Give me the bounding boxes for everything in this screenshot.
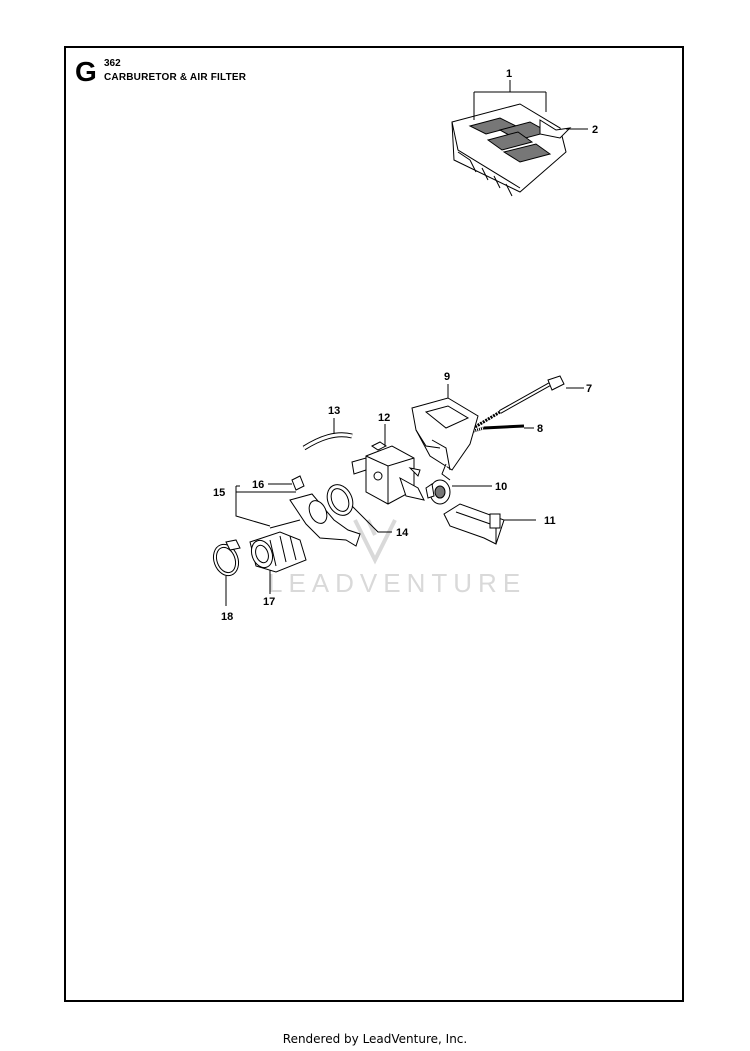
callout-11: 11	[544, 515, 556, 527]
clamp-part-18[interactable]	[209, 539, 242, 579]
callout-14: 14	[396, 527, 409, 539]
housing-part-9[interactable]	[411, 397, 479, 481]
callout-7: 7	[586, 383, 592, 395]
callout-9: 9	[444, 371, 450, 383]
callout-10: 10	[495, 481, 507, 493]
carburetor-part-12[interactable]	[351, 441, 425, 505]
callout-2: 2	[592, 124, 598, 136]
bolt-part-7[interactable]	[469, 375, 565, 432]
callout-16: 16	[252, 479, 264, 491]
callout-12: 12	[378, 412, 390, 424]
gasket-part-14[interactable]	[322, 480, 357, 519]
callout-numbers: 1 2 7 8 9 10 11 12 13 14 15 16 17 18	[213, 68, 598, 623]
callout-8: 8	[537, 423, 543, 435]
callout-18: 18	[221, 611, 233, 623]
callout-13: 13	[328, 405, 340, 417]
rail-part-11[interactable]	[443, 503, 505, 545]
knob-part-10[interactable]	[425, 479, 451, 505]
diagram-title: CARBURETOR & AIR FILTER	[104, 72, 247, 83]
bracket-part-15[interactable]	[269, 493, 361, 547]
callout-1: 1	[506, 68, 512, 80]
diagram-frame	[64, 46, 684, 1002]
footer-credit: Rendered by LeadVenture, Inc.	[282, 1032, 468, 1046]
callout-15: 15	[213, 487, 225, 499]
air-filter-part[interactable]	[451, 103, 572, 197]
callout-lines-1-2	[473, 80, 588, 130]
watermark: LEADVENTURE	[268, 519, 526, 598]
clip-part-16[interactable]	[291, 475, 305, 491]
intake-boot-part-17[interactable]	[248, 531, 307, 573]
model-number: 362	[104, 58, 121, 69]
section-letter: G	[75, 56, 97, 87]
callout-17: 17	[263, 596, 275, 608]
watermark-text: LEADVENTURE	[268, 568, 526, 598]
